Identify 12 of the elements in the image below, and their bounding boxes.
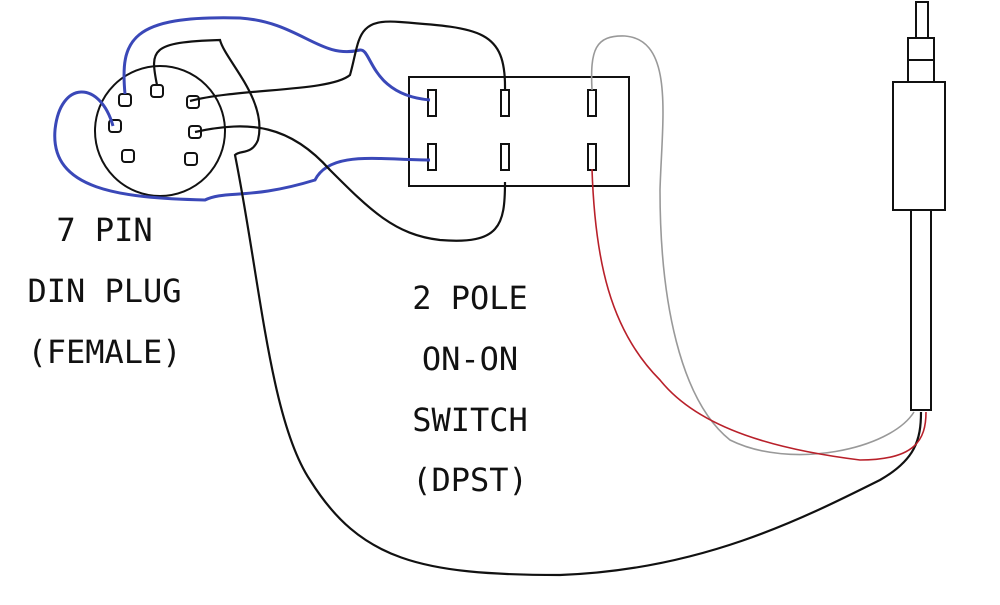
wire <box>154 38 922 576</box>
wire <box>590 35 915 456</box>
wire <box>122 16 430 102</box>
wire <box>591 168 927 461</box>
part-label: 7 PIN DIN PLUG (FEMALE) <box>26 210 183 373</box>
part-label: 2 POLE ON-ON SWITCH (DPST) <box>411 278 529 502</box>
wire <box>194 125 506 242</box>
jack-plug-drawing <box>890 0 948 412</box>
wire <box>190 20 506 102</box>
switch-drawing <box>408 76 630 187</box>
din-socket-drawing <box>93 64 227 198</box>
wire <box>54 90 430 202</box>
